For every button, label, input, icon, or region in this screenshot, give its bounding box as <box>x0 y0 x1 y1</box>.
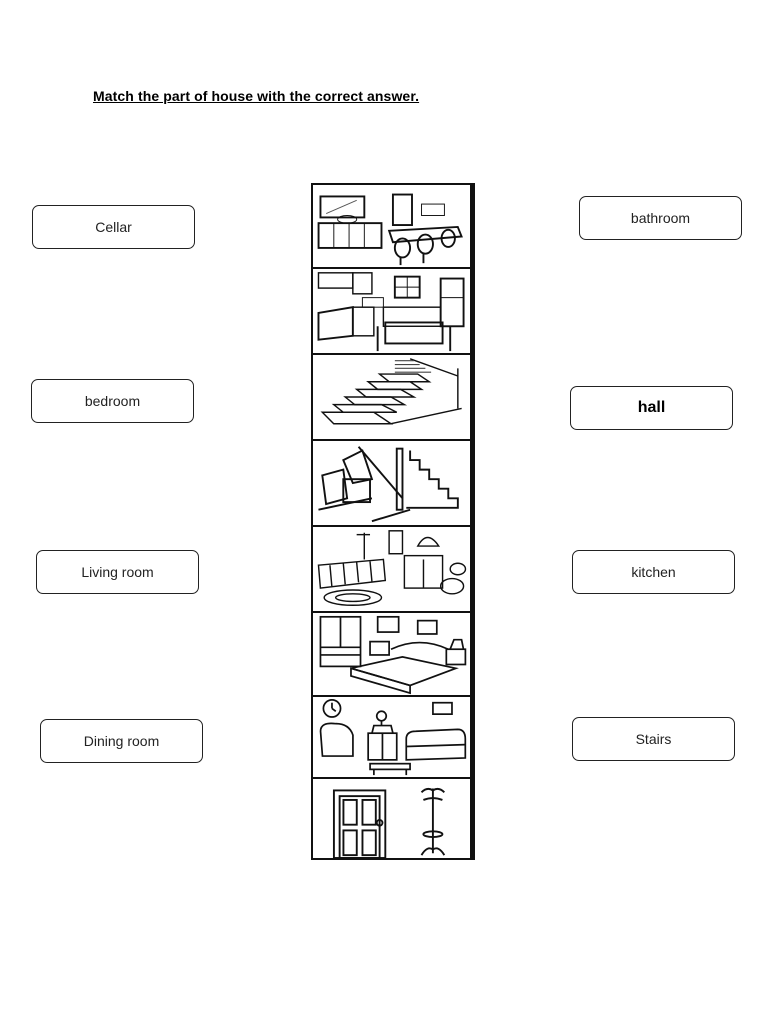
picture-cellar[interactable] <box>311 439 472 527</box>
picture-living-room[interactable] <box>311 695 472 779</box>
bathroom-icon <box>317 530 467 606</box>
label-cellar[interactable]: Cellar <box>32 205 195 249</box>
picture-strip <box>311 183 476 860</box>
picture-stairs[interactable] <box>311 353 472 441</box>
dining-room-icon <box>317 193 463 266</box>
cellar-icon <box>318 446 459 523</box>
picture-dining-room[interactable] <box>311 183 472 269</box>
label-hall[interactable]: hall <box>570 386 733 430</box>
label-living-room[interactable]: Living room <box>36 550 199 594</box>
strip-rail <box>472 183 475 860</box>
living-room-icon <box>319 699 467 776</box>
label-kitchen[interactable]: kitchen <box>572 550 735 594</box>
worksheet-title: Match the part of house with the correct… <box>93 88 420 104</box>
hall-icon <box>332 787 446 858</box>
label-dining-room[interactable]: Dining room <box>40 719 203 763</box>
kitchen-icon <box>317 272 465 352</box>
label-stairs[interactable]: Stairs <box>572 717 735 761</box>
picture-kitchen[interactable] <box>311 267 472 355</box>
picture-bedroom[interactable] <box>311 611 472 697</box>
label-bathroom[interactable]: bathroom <box>579 196 742 240</box>
bedroom-icon <box>319 615 467 695</box>
stairs-icon <box>320 358 462 425</box>
label-bedroom[interactable]: bedroom <box>31 379 194 423</box>
picture-hall[interactable] <box>311 777 472 860</box>
picture-bathroom[interactable] <box>311 525 472 613</box>
